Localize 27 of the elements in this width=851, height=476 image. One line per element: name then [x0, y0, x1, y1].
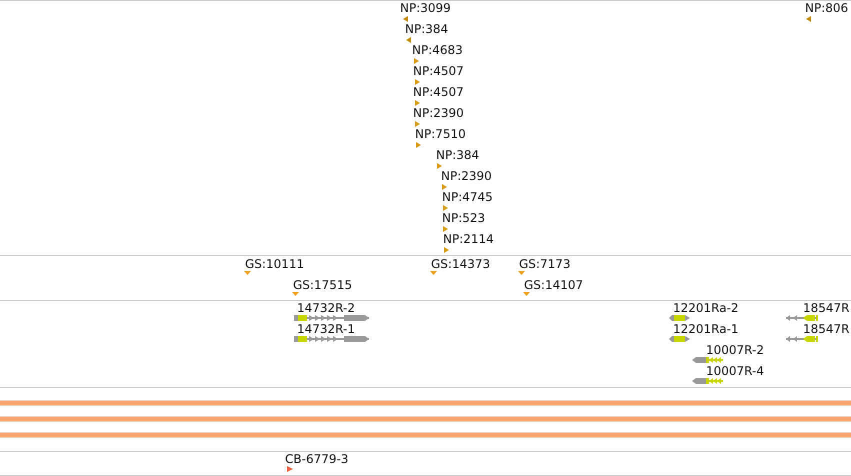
feature-label: CB-6779-3	[285, 452, 348, 466]
gene-label: 18547R	[803, 301, 850, 315]
feature-label: NP:4683	[412, 43, 463, 57]
gene-label: 14732R-2	[297, 301, 355, 315]
feature-label: NP:4507	[413, 85, 464, 99]
feature-label: NP:7510	[415, 127, 466, 141]
gene-label: 10007R-4	[706, 364, 764, 378]
feature-label: GS:14107	[524, 278, 584, 292]
feature-label: NP:384	[405, 22, 448, 36]
gene-label: 12201Ra-2	[673, 301, 739, 315]
feature-label: GS:17515	[293, 278, 352, 292]
feature-label: NP:3099	[400, 1, 451, 15]
gene-label: 10007R-2	[706, 343, 764, 357]
feature-label: NP:4745	[442, 190, 493, 204]
feature-label: NP:4507	[413, 64, 464, 78]
feature-label: NP:384	[436, 148, 480, 162]
feature-label: NP:2390	[413, 106, 464, 120]
feature-label: NP:2390	[441, 169, 492, 183]
feature-label: NP:523	[442, 211, 486, 225]
feature-label: GS:14373	[431, 257, 490, 271]
feature-label: GS:7173	[519, 257, 570, 271]
gene-label: 12201Ra-1	[673, 322, 739, 336]
feature-label: NP:806	[805, 1, 848, 15]
gene-label: 18547R	[803, 322, 850, 336]
gene-label: 14732R-1	[297, 322, 355, 336]
feature-label: GS:10111	[245, 257, 304, 271]
feature-label: NP:2114	[443, 232, 494, 246]
